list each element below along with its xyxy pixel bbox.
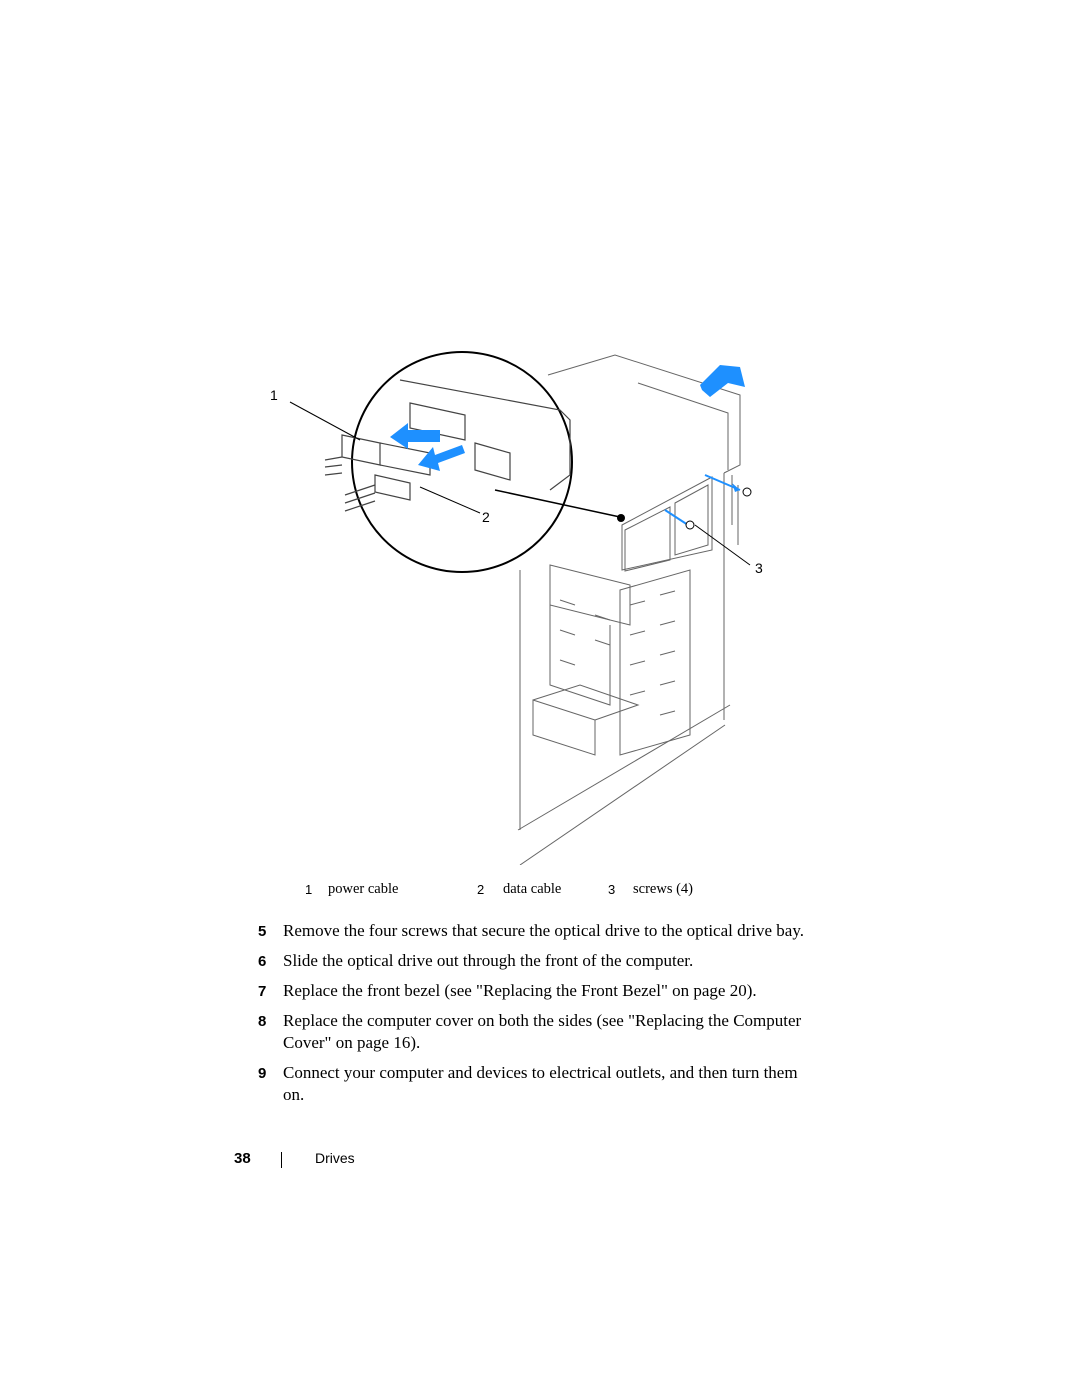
step-text: Slide the optical drive out through the … <box>283 951 694 970</box>
page-footer: 38 Drives <box>0 1150 1080 1172</box>
step-text: Replace the front bezel (see "Replacing … <box>283 981 757 1000</box>
step-text: Connect your computer and devices to ele… <box>283 1063 798 1104</box>
legend-label-power-cable: power cable <box>328 881 399 897</box>
procedure-steps: 5 Remove the four screws that secure the… <box>258 920 818 1114</box>
figure-legend: 1 power cable 2 data cable 3 screws (4) <box>0 881 1080 903</box>
legend-label-data-cable: data cable <box>503 881 562 897</box>
step-number: 9 <box>258 1065 267 1082</box>
legend-num-2: 2 <box>477 882 485 897</box>
callout-3: 3 <box>755 560 763 576</box>
step-item: 9 Connect your computer and devices to e… <box>258 1062 818 1106</box>
step-number: 5 <box>258 923 267 940</box>
callout-1: 1 <box>270 387 278 403</box>
step-item: 5 Remove the four screws that secure the… <box>258 920 818 942</box>
step-text: Remove the four screws that secure the o… <box>283 921 804 940</box>
section-name: Drives <box>315 1150 355 1166</box>
step-item: 7 Replace the front bezel (see "Replacin… <box>258 980 818 1002</box>
step-text: Replace the computer cover on both the s… <box>283 1011 802 1052</box>
step-number: 8 <box>258 1013 267 1030</box>
step-number: 7 <box>258 983 267 1000</box>
footer-divider <box>281 1152 282 1168</box>
page-number: 38 <box>234 1150 251 1167</box>
optical-drive-removal-illustration <box>289 351 752 865</box>
callout-2: 2 <box>482 509 490 525</box>
legend-num-1: 1 <box>305 882 313 897</box>
step-number: 6 <box>258 953 267 970</box>
legend-label-screws: screws (4) <box>633 881 693 897</box>
legend-num-3: 3 <box>608 882 616 897</box>
step-item: 6 Slide the optical drive out through th… <box>258 950 818 972</box>
step-item: 8 Replace the computer cover on both the… <box>258 1010 818 1054</box>
